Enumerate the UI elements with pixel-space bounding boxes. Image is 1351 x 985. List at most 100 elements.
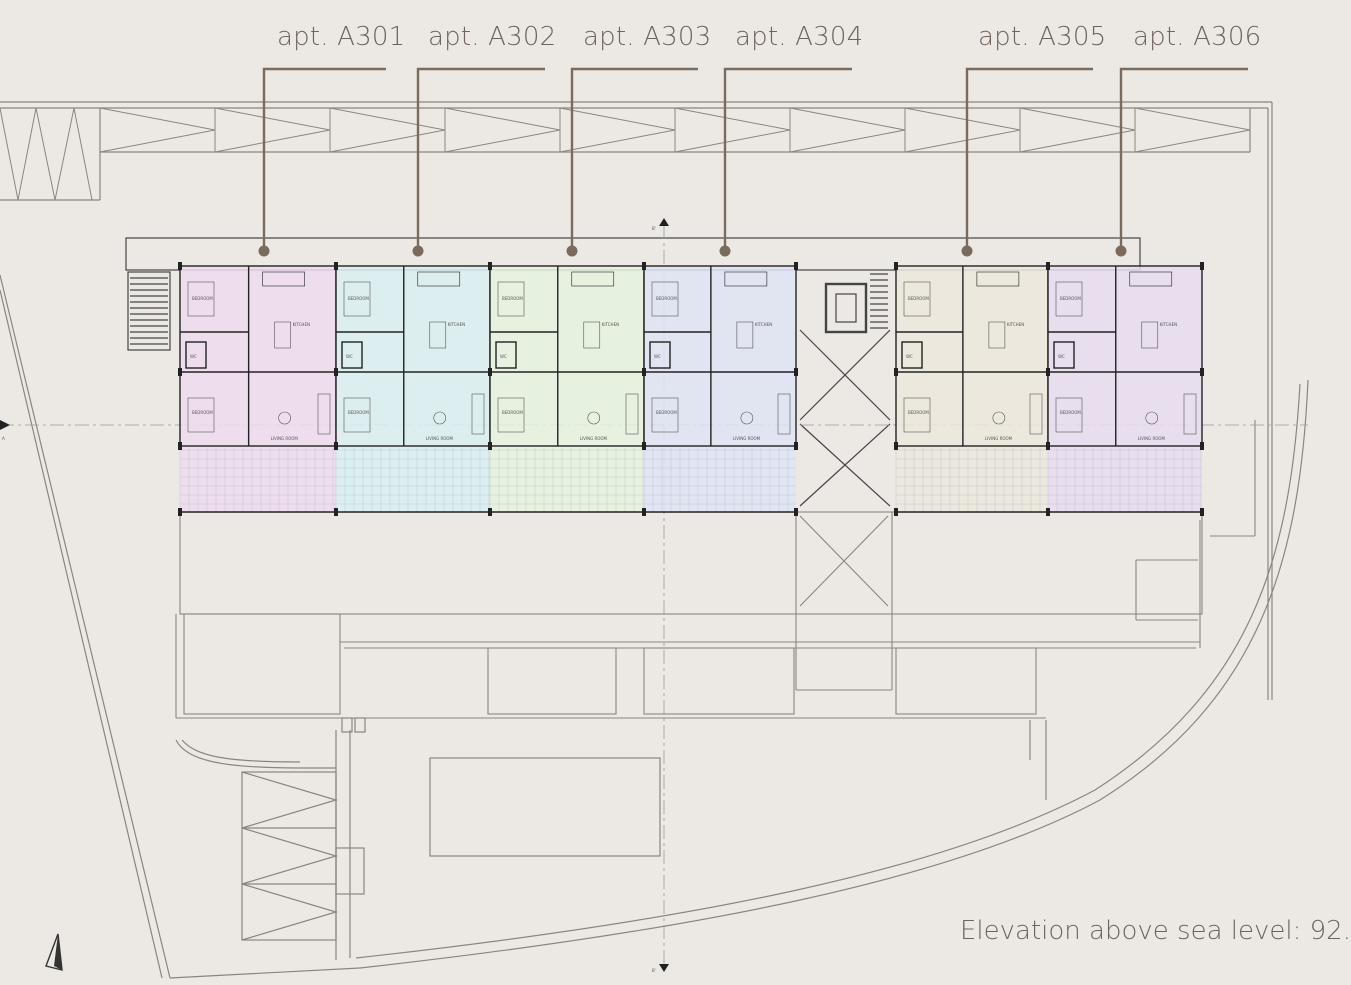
apt-label: apt. A303	[583, 22, 712, 52]
column	[794, 442, 798, 450]
section-marker-a: A	[0, 420, 10, 441]
unit-floor	[336, 266, 490, 512]
column	[794, 508, 798, 516]
room-label-bedroom: BEDROOM	[502, 410, 523, 415]
room-label-kitchen: KITCHEN	[1007, 322, 1024, 327]
parking-bay	[789, 107, 906, 153]
column	[894, 262, 898, 270]
bed-icon	[343, 281, 371, 317]
column	[334, 508, 338, 516]
column	[488, 442, 492, 450]
dining-table-icon	[988, 321, 1006, 349]
column	[894, 508, 898, 516]
elevation-note: Elevation above sea level: 92.	[960, 916, 1351, 946]
column	[178, 508, 182, 516]
leader-dot	[258, 245, 270, 257]
column	[1200, 368, 1204, 376]
sofa-icon	[1183, 393, 1197, 435]
leader-line	[412, 67, 545, 257]
sofa-icon	[1029, 393, 1043, 435]
room-label-living: LIVING ROOM	[426, 436, 454, 441]
room-label-bedroom: BEDROOM	[192, 296, 213, 301]
unit-floor	[1048, 266, 1202, 512]
dining-table-icon	[736, 321, 754, 349]
room-label-living: LIVING ROOM	[580, 436, 608, 441]
parking-bay	[444, 107, 561, 153]
room-label-wc: WC	[654, 354, 661, 359]
sofa-icon	[777, 393, 791, 435]
parking-bay	[99, 107, 216, 153]
coffee-table-icon	[1145, 411, 1159, 425]
room-label-living: LIVING ROOM	[733, 436, 761, 441]
apt-label: apt. A306	[1133, 22, 1262, 52]
sofa-icon	[317, 393, 331, 435]
room-label-wc: WC	[190, 354, 197, 359]
leader-dot	[566, 245, 578, 257]
room-label-bedroom: BEDROOM	[1060, 296, 1081, 301]
room-label-kitchen: KITCHEN	[1160, 322, 1177, 327]
column	[488, 508, 492, 516]
svg-text:A: A	[2, 436, 5, 441]
column	[178, 442, 182, 450]
parking-bay	[1019, 107, 1136, 153]
unit-floor	[644, 266, 796, 512]
room-label-bedroom: BEDROOM	[348, 296, 369, 301]
column	[1200, 262, 1204, 270]
room-label-kitchen: KITCHEN	[293, 322, 310, 327]
apartment-unit: BEDROOM BEDROOM KITCHEN LIVING ROOM WC	[642, 262, 798, 516]
room-label-wc: WC	[500, 354, 507, 359]
leader-dot	[719, 245, 731, 257]
room-label-bedroom: BEDROOM	[908, 296, 929, 301]
balcony-tiles	[489, 448, 644, 512]
bed-icon	[903, 397, 931, 433]
column	[794, 368, 798, 376]
sofa-icon	[625, 393, 639, 435]
room-label-bedroom: BEDROOM	[656, 410, 677, 415]
leader-line	[566, 67, 698, 257]
unit-walls	[1047, 265, 1203, 513]
coffee-table-icon	[587, 411, 601, 425]
parking-bay	[904, 107, 1021, 153]
svg-text:B': B'	[652, 226, 656, 231]
room-label-bedroom: BEDROOM	[1060, 410, 1081, 415]
room-label-kitchen: KITCHEN	[602, 322, 619, 327]
room-label-bedroom: BEDROOM	[348, 410, 369, 415]
coffee-table-icon	[992, 411, 1006, 425]
room-label-bedroom: BEDROOM	[656, 296, 677, 301]
section-marker-b-bottom: B'	[652, 964, 669, 973]
parking-bays	[0, 107, 1251, 201]
room-label-bedroom: BEDROOM	[192, 410, 213, 415]
bed-icon	[343, 397, 371, 433]
parking-bay	[674, 107, 791, 153]
column	[642, 508, 646, 516]
bed-icon	[903, 281, 931, 317]
column	[1200, 442, 1204, 450]
sofa-icon	[471, 393, 485, 435]
room-label-kitchen: KITCHEN	[448, 322, 465, 327]
unit-floor	[896, 266, 1048, 512]
balcony-tiles	[643, 448, 796, 512]
unit-walls	[489, 265, 645, 513]
bed-icon	[187, 281, 215, 317]
parking-bay	[559, 107, 676, 153]
room-label-kitchen: KITCHEN	[755, 322, 772, 327]
column	[794, 262, 798, 270]
column	[488, 262, 492, 270]
dining-table-icon	[583, 321, 601, 349]
apt-label: apt. A305	[978, 22, 1107, 52]
dining-table-icon	[274, 321, 291, 349]
balcony-tiles	[1047, 448, 1202, 512]
leader-line	[258, 67, 386, 257]
apt-label: apt. A302	[428, 22, 557, 52]
section-marker-b-top: B'	[652, 218, 669, 231]
column	[334, 262, 338, 270]
coffee-table-icon	[433, 411, 447, 425]
dining-table-icon	[429, 321, 447, 349]
